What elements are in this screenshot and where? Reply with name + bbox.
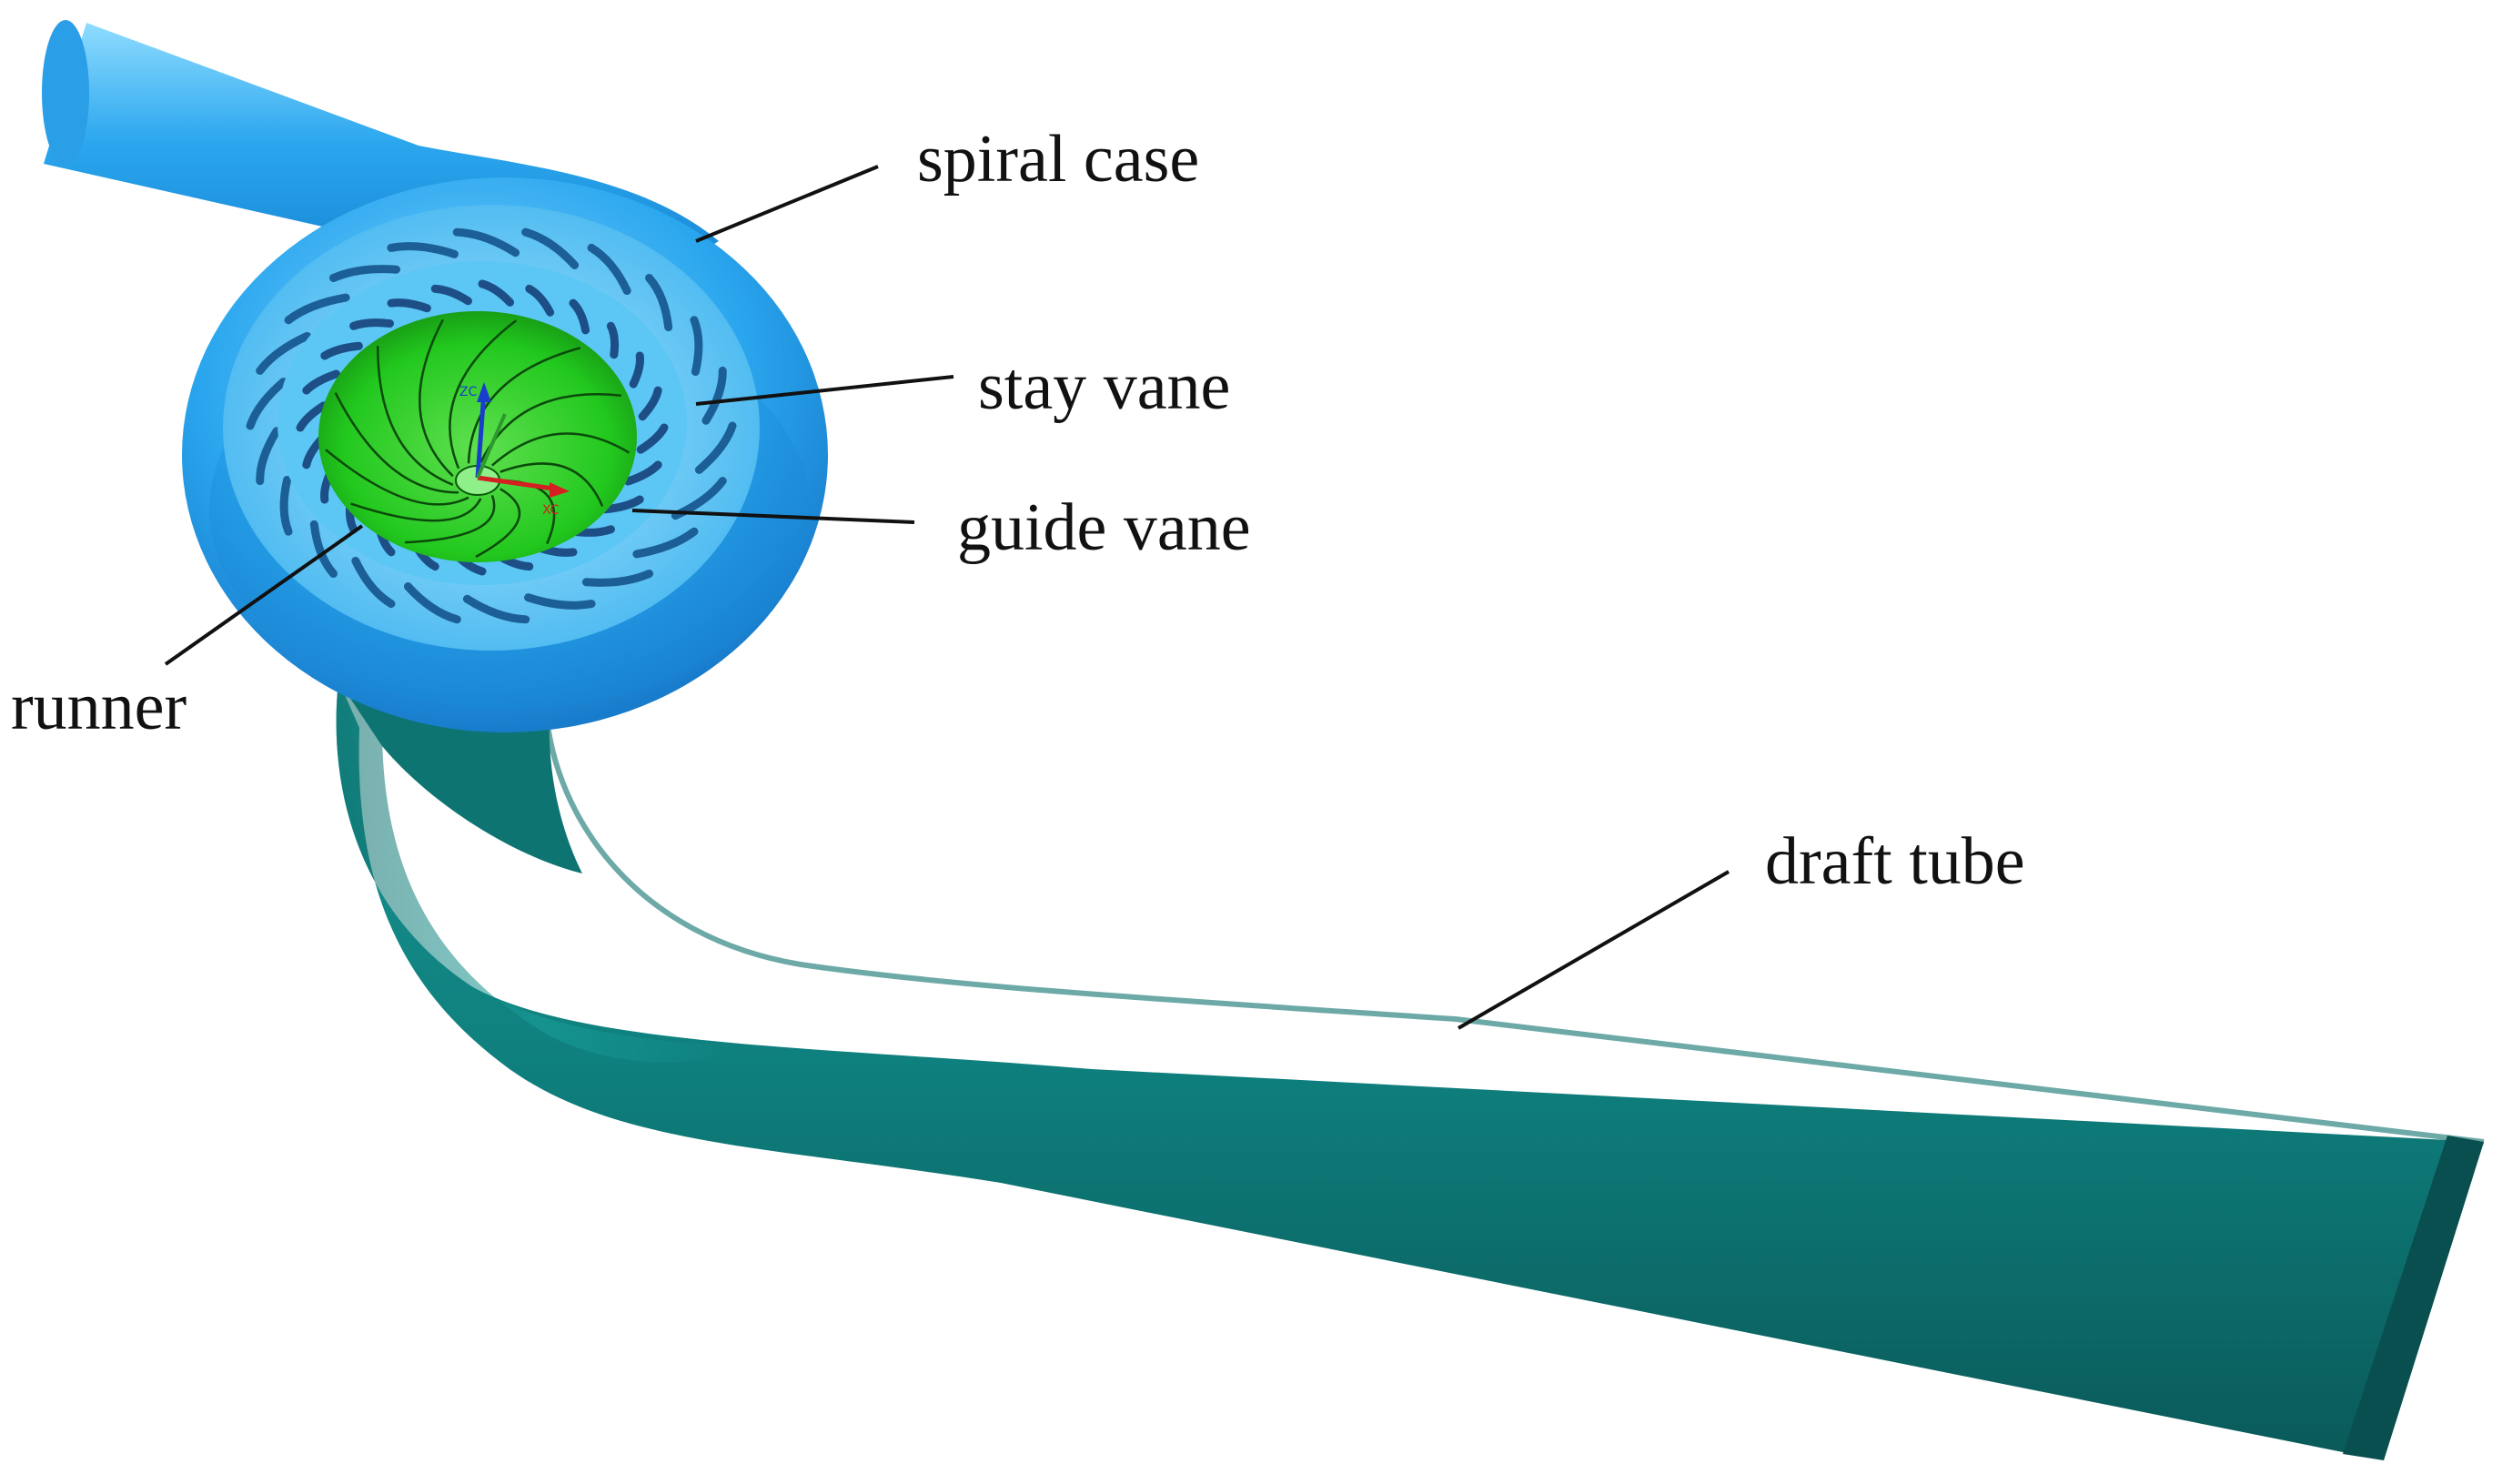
stay-vane (452, 227, 520, 257)
guide-vane (606, 321, 620, 359)
z-axis (475, 390, 487, 479)
stay-vane (351, 556, 396, 609)
stay-vane (309, 520, 338, 578)
draft-tube (336, 681, 2485, 1460)
guide-vanes (296, 279, 669, 576)
guide-vane (296, 401, 328, 432)
draft-tube-outlet (2343, 1136, 2484, 1460)
stay-vane (328, 265, 401, 283)
leader-draft-tube (1457, 870, 1730, 1030)
z-axis-arrow-icon (477, 382, 491, 402)
guide-vane (349, 318, 394, 330)
label-runner: runner (11, 670, 187, 744)
draft-tube-upper-edge (543, 709, 2485, 1145)
label-spiral-case: spiral case (917, 122, 1200, 197)
stay-vane (521, 227, 580, 269)
runner-blade (325, 449, 469, 506)
stay-vane (632, 527, 699, 559)
runner-blade (449, 319, 518, 469)
leader-runner (164, 524, 364, 666)
stay-vane (256, 331, 312, 375)
x-axis (477, 475, 560, 492)
x-axis-arrow-icon (550, 482, 570, 498)
guide-vane (623, 460, 662, 486)
z-axis-label: ZC (459, 385, 478, 399)
runner-blade (334, 392, 459, 494)
spiral-case-inlet-opening (42, 20, 89, 166)
guide-vane (525, 284, 555, 317)
stay-vane (246, 378, 288, 430)
guide-vane (387, 298, 431, 313)
stay-vane (387, 242, 459, 258)
guide-vane (636, 423, 669, 454)
runner-blade (499, 462, 604, 507)
stay-vane (587, 243, 631, 296)
guide-vane (629, 351, 644, 389)
runner-blade (467, 347, 581, 464)
runner-blade (405, 495, 496, 544)
runner-blade (419, 318, 454, 478)
draft-tube-body (336, 681, 2484, 1460)
leader-lines (164, 165, 1730, 1030)
stay-vane (690, 316, 703, 377)
stay-vane (256, 427, 281, 486)
runner (318, 311, 637, 562)
stay-vane (403, 582, 461, 624)
guide-vane (478, 279, 515, 307)
label-stay-vane: stay vane (978, 349, 1231, 424)
guide-vane (638, 386, 662, 421)
runner-disk (318, 311, 637, 562)
x-axis-label: XC (542, 503, 560, 518)
stay-vane (701, 366, 727, 425)
guide-vane (320, 341, 363, 360)
stay-vane (284, 293, 350, 325)
leader-spiral-case (695, 165, 879, 243)
stay-vane (581, 569, 654, 587)
guide-vane (601, 495, 644, 514)
runner-blade (350, 498, 482, 522)
y-axis (476, 413, 507, 479)
label-draft-tube: draft tube (1765, 824, 2025, 899)
stay-vane (645, 274, 673, 332)
label-guide-vane: guide vane (957, 490, 1251, 565)
runner-blade (475, 488, 521, 559)
stay-vane (462, 594, 530, 624)
stay-vane (524, 593, 596, 610)
guide-vane (302, 369, 341, 395)
leader-guide-vane (631, 509, 915, 524)
runner-blade (491, 432, 631, 467)
guide-vane (569, 298, 590, 335)
stay-vanes (246, 227, 737, 624)
guide-vane (430, 284, 472, 306)
coordinate-axes: ZC XC (459, 382, 570, 518)
stay-vane (279, 475, 293, 536)
runner-blade (376, 346, 454, 486)
leader-stay-vane (695, 375, 954, 406)
stay-vane (694, 421, 737, 474)
